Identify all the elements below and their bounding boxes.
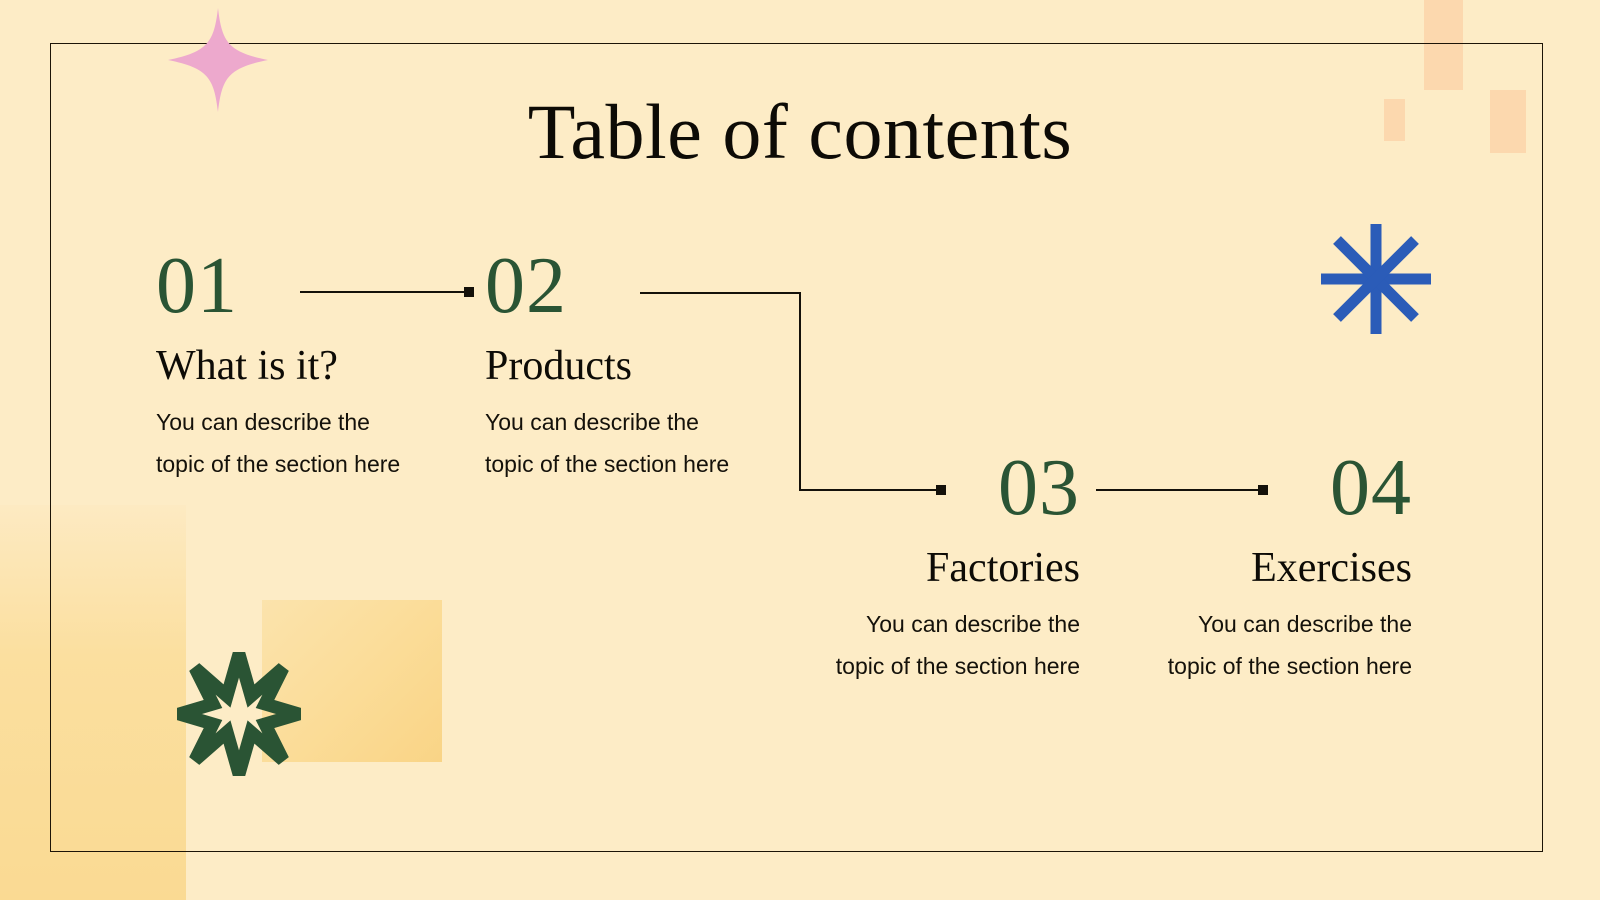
connector-01-to-02-endpoint-dot	[464, 287, 474, 297]
toc-item-03-number: 03	[998, 444, 1080, 532]
peach-rectangle-mid-shape	[1490, 90, 1526, 153]
toc-item-04[interactable]: 04 Exercises You can describe the topic …	[1160, 444, 1412, 688]
corner-gradient-block-shape	[0, 505, 186, 900]
toc-item-03-body: You can describe the topic of the sectio…	[835, 611, 1080, 679]
toc-item-02-heading: Products	[485, 343, 632, 389]
peach-rectangle-tall-shape	[1424, 0, 1463, 90]
page-title: Table of contents	[527, 88, 1073, 175]
slide-frame-border	[50, 43, 1543, 852]
connector-03-to-04-endpoint-dot	[1258, 485, 1268, 495]
toc-item-04-heading: Exercises	[1251, 545, 1412, 591]
toc-item-01-heading: What is it?	[156, 343, 338, 389]
connector-02-to-03-elbow	[640, 292, 944, 491]
toc-item-01-number: 01	[156, 242, 238, 330]
toc-item-01[interactable]: 01 What is it? You can describe the topi…	[156, 242, 406, 486]
toc-item-02-body: You can describe the topic of the sectio…	[485, 409, 730, 477]
toc-item-03-heading: Factories	[926, 545, 1080, 591]
peach-rectangle-small-shape	[1384, 99, 1405, 141]
pink-four-point-star-icon	[168, 8, 268, 112]
toc-item-02-number: 02	[485, 242, 567, 330]
toc-item-02[interactable]: 02 Products You can describe the topic o…	[485, 242, 735, 486]
toc-item-04-number: 04	[1330, 444, 1412, 532]
yellow-gradient-square-shape	[262, 600, 442, 762]
connector-02-to-03-endpoint-dot	[936, 485, 946, 495]
green-eight-point-star-outline-icon	[155, 630, 323, 798]
toc-item-03[interactable]: 03 Factories You can describe the topic …	[828, 444, 1080, 688]
blue-eight-point-asterisk-icon	[1317, 220, 1435, 338]
toc-item-01-body: You can describe the topic of the sectio…	[156, 409, 401, 477]
toc-item-04-body: You can describe the topic of the sectio…	[1167, 611, 1412, 679]
